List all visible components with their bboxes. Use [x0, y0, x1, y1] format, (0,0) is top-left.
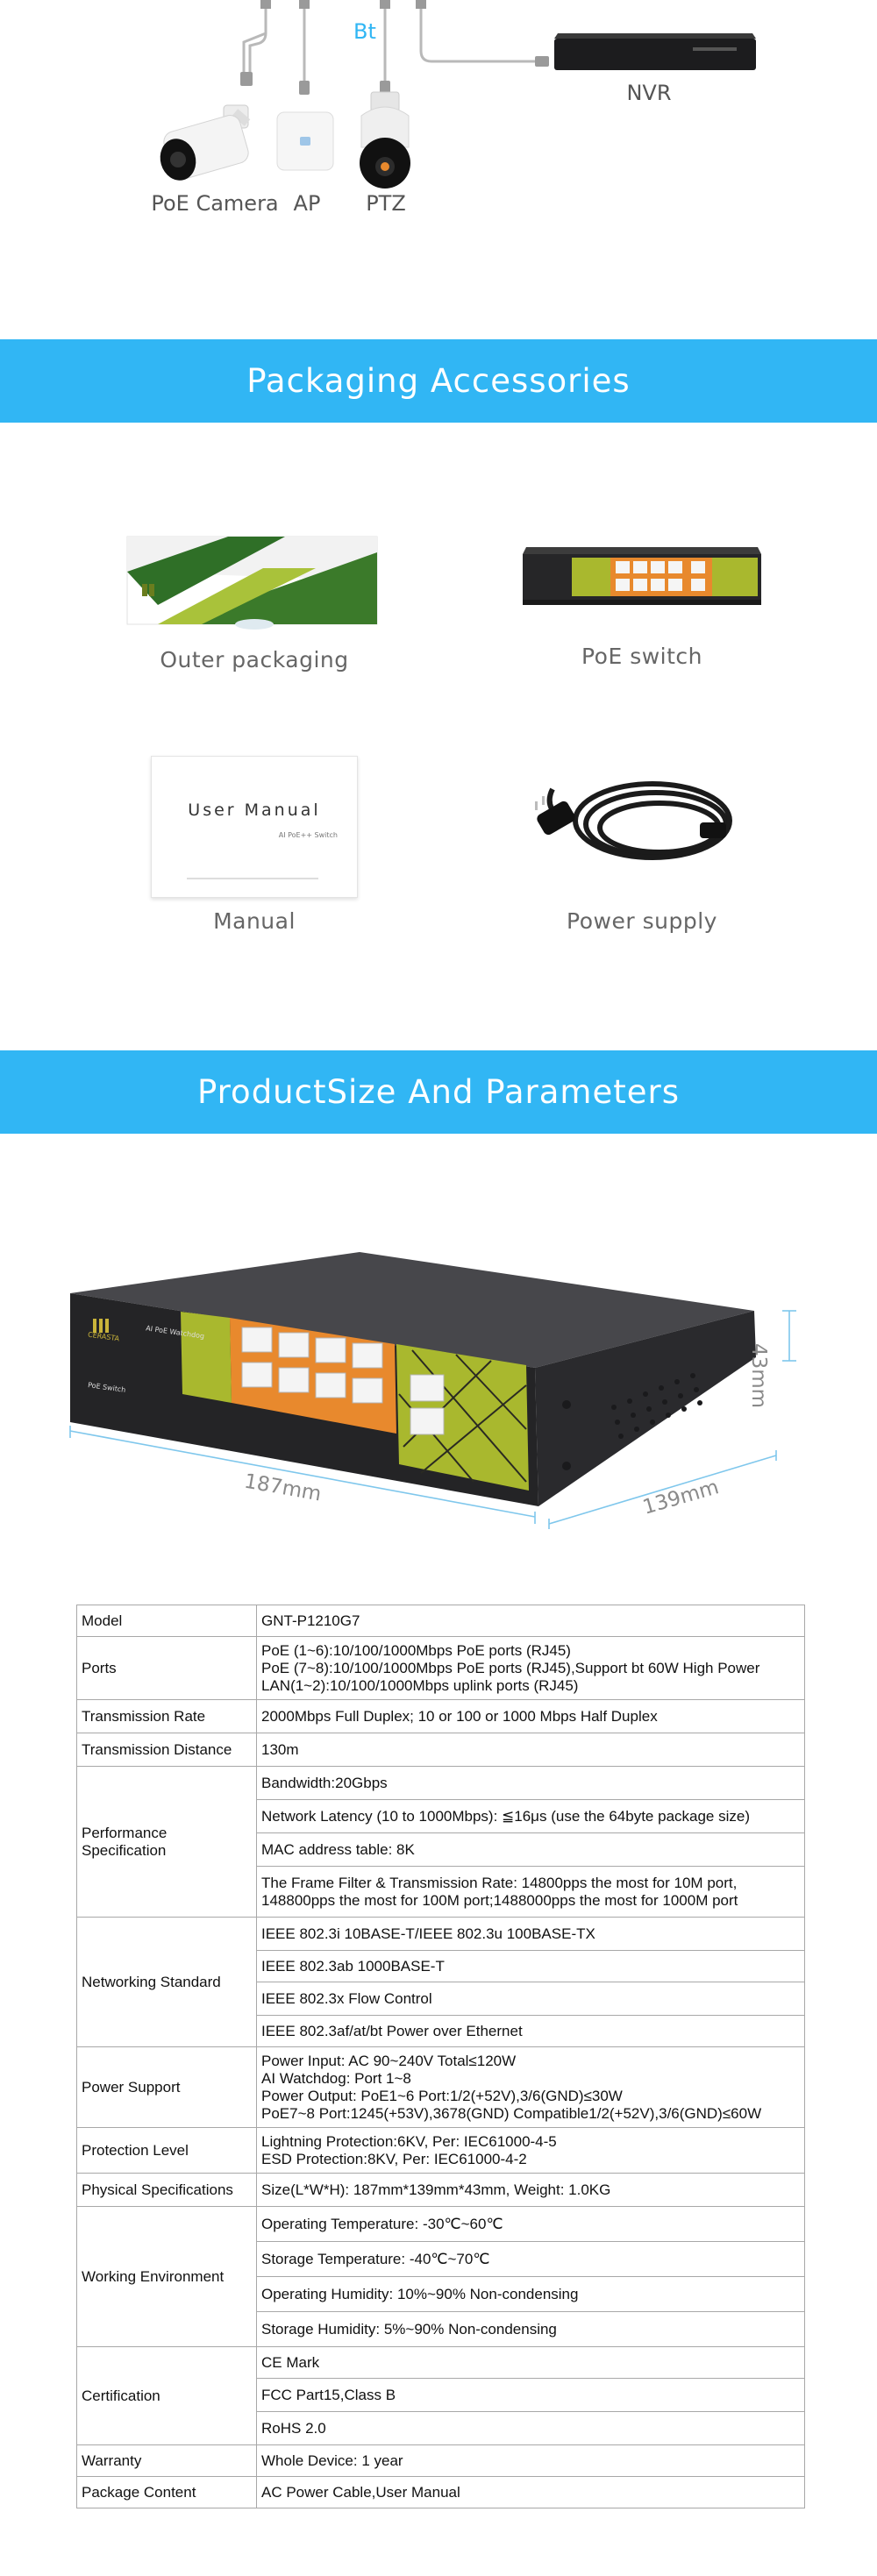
spec-value: Network Latency (10 to 1000Mbps): ≦16μs … [256, 1799, 805, 1833]
spec-value: PoE (1~6):10/100/1000Mbps PoE ports (RJ4… [256, 1636, 805, 1700]
spec-line: ESD Protection:8KV, Per: IEC61000-4-2 [261, 2150, 527, 2167]
accessory-label-power: Power supply [567, 908, 717, 934]
table-row: Power Support Power Input: AC 90~240V To… [76, 2046, 805, 2128]
ptz-icon [360, 91, 410, 189]
outer-box-icon [126, 536, 378, 630]
topology-diagram [160, 0, 756, 189]
table-row: Ports PoE (1~6):10/100/1000Mbps PoE port… [76, 1636, 805, 1700]
spec-line: PoE (7~8):10/100/1000Mbps PoE ports (RJ4… [261, 1659, 760, 1676]
spec-value: Operating Humidity: 10%~90% Non-condensi… [256, 2276, 805, 2312]
spec-key: Model [76, 1605, 257, 1637]
spec-line: PoE (1~6):10/100/1000Mbps PoE ports (RJ4… [261, 1641, 571, 1659]
product-size-banner: ProductSize And Parameters [0, 1050, 877, 1134]
accessory-label-manual: Manual [213, 908, 296, 934]
table-row: Transmission Rate 2000Mbps Full Duplex; … [76, 1699, 805, 1733]
spec-value: GNT-P1210G7 [256, 1605, 805, 1637]
packaging-accessories-banner: Packaging Accessories [0, 339, 877, 423]
protocol-label: Bt [353, 19, 376, 44]
spec-value: CE Mark [256, 2346, 805, 2379]
device-label-camera: PoE Camera [151, 191, 279, 216]
spec-value: Operating Temperature: -30℃~60℃ [256, 2206, 805, 2242]
spec-line: Power Input: AC 90~240V Total≤120W [261, 2052, 517, 2069]
spec-value: AC Power Cable,User Manual [256, 2476, 805, 2508]
table-row: Model GNT-P1210G7 [76, 1605, 805, 1637]
spec-key: Ports [76, 1636, 257, 1700]
spec-value: Bandwidth:20Gbps [256, 1766, 805, 1800]
spec-value: Power Input: AC 90~240V Total≤120W AI Wa… [256, 2046, 805, 2128]
spec-line: Lightning Protection:6KV, Per: IEC61000-… [261, 2132, 557, 2150]
spec-value: IEEE 802.3x Flow Control [256, 1982, 805, 2016]
manual-subtitle: AI PoE++ Switch [278, 831, 338, 839]
table-row: The Frame Filter & Transmission Rate: 14… [77, 1866, 805, 1918]
table-row: Protection Level Lightning Protection:6K… [76, 2127, 805, 2174]
product-photo [69, 1252, 796, 1529]
table-row: Certification CE Mark [76, 2346, 805, 2445]
power-cable-icon [535, 781, 732, 860]
spec-key: Package Content [76, 2476, 257, 2508]
spec-key: Performance Specification [76, 1766, 257, 1918]
spec-value: FCC Part15,Class B [256, 2378, 805, 2412]
spec-key: Transmission Rate [76, 1699, 257, 1733]
spec-key: Networking Standard [76, 1917, 257, 2047]
spec-key: Certification [76, 2346, 257, 2445]
accessory-label-switch: PoE switch [581, 644, 703, 669]
dimension-height: 43mm [747, 1343, 770, 1409]
spec-key: Physical Specifications [76, 2173, 257, 2207]
spec-line: AI Watchdog: Port 1~8 [261, 2069, 411, 2087]
table-row: IEEE 802.3ab 1000BASE-T [77, 1950, 805, 1982]
cable-lines [242, 0, 542, 88]
cable-connectors [240, 0, 549, 95]
nvr-icon [554, 33, 756, 70]
spec-value: Whole Device: 1 year [256, 2444, 805, 2477]
spec-line: LAN(1~2):10/100/1000Mbps uplink ports (R… [261, 1676, 579, 1694]
spec-value: Size(L*W*H): 187mm*139mm*43mm, Weight: 1… [256, 2173, 805, 2207]
manual-icon: User Manual AI PoE++ Switch [151, 756, 358, 898]
table-row: IEEE 802.3x Flow Control [77, 1982, 805, 2016]
poe-switch-icon [523, 547, 761, 605]
spec-value: Lightning Protection:6KV, Per: IEC61000-… [256, 2127, 805, 2174]
spec-value: 2000Mbps Full Duplex; 10 or 100 or 1000 … [256, 1699, 805, 1733]
nvr-label: NVR [626, 81, 672, 105]
spec-line: PoE7~8 Port:1245(+53V),3678(GND) Compati… [261, 2104, 762, 2122]
manual-title: User Manual [188, 801, 321, 820]
spec-value: Storage Humidity: 5%~90% Non-condensing [256, 2311, 805, 2347]
spec-key: Working Environment [76, 2206, 257, 2347]
table-row: MAC address table: 8K [77, 1832, 805, 1867]
table-row: Package Content AC Power Cable,User Manu… [76, 2476, 805, 2508]
spec-key: Transmission Distance [76, 1733, 257, 1767]
spec-value: The Frame Filter & Transmission Rate: 14… [256, 1866, 805, 1918]
device-label-ptz: PTZ [366, 191, 406, 216]
table-row: FCC Part15,Class B [77, 2378, 805, 2412]
spec-value: IEEE 802.3af/at/bt Power over Ethernet [256, 2015, 805, 2047]
table-row: Physical Specifications Size(L*W*H): 187… [76, 2173, 805, 2207]
spec-key: Warranty [76, 2444, 257, 2477]
accessory-label-outer: Outer packaging [160, 647, 349, 672]
spec-value: RoHS 2.0 [256, 2411, 805, 2445]
spec-value: Storage Temperature: -40℃~70℃ [256, 2241, 805, 2277]
table-row: Warranty Whole Device: 1 year [76, 2444, 805, 2477]
spec-key: Power Support [76, 2046, 257, 2128]
table-row: Networking Standard IEEE 802.3i 10BASE-T… [76, 1917, 805, 2047]
table-row: Transmission Distance 130m [76, 1733, 805, 1767]
poe-camera-icon [160, 104, 251, 181]
table-row: Working Environment Operating Temperatur… [76, 2206, 805, 2347]
table-row: Performance Specification Bandwidth:20Gb… [76, 1766, 805, 1918]
table-row: Operating Humidity: 10%~90% Non-condensi… [77, 2276, 805, 2312]
spec-value: IEEE 802.3i 10BASE-T/IEEE 802.3u 100BASE… [256, 1917, 805, 1951]
spec-value: 130m [256, 1733, 805, 1767]
spec-table: Model GNT-P1210G7 Ports PoE (1~6):10/100… [76, 1605, 805, 2508]
spec-key: Protection Level [76, 2127, 257, 2174]
table-row: Network Latency (10 to 1000Mbps): ≦16μs … [77, 1799, 805, 1833]
spec-line: Power Output: PoE1~6 Port:1/2(+52V),3/6(… [261, 2087, 623, 2104]
spec-value: MAC address table: 8K [256, 1832, 805, 1867]
spec-value: IEEE 802.3ab 1000BASE-T [256, 1950, 805, 1982]
device-label-ap: AP [293, 191, 321, 216]
ap-icon [276, 111, 334, 171]
